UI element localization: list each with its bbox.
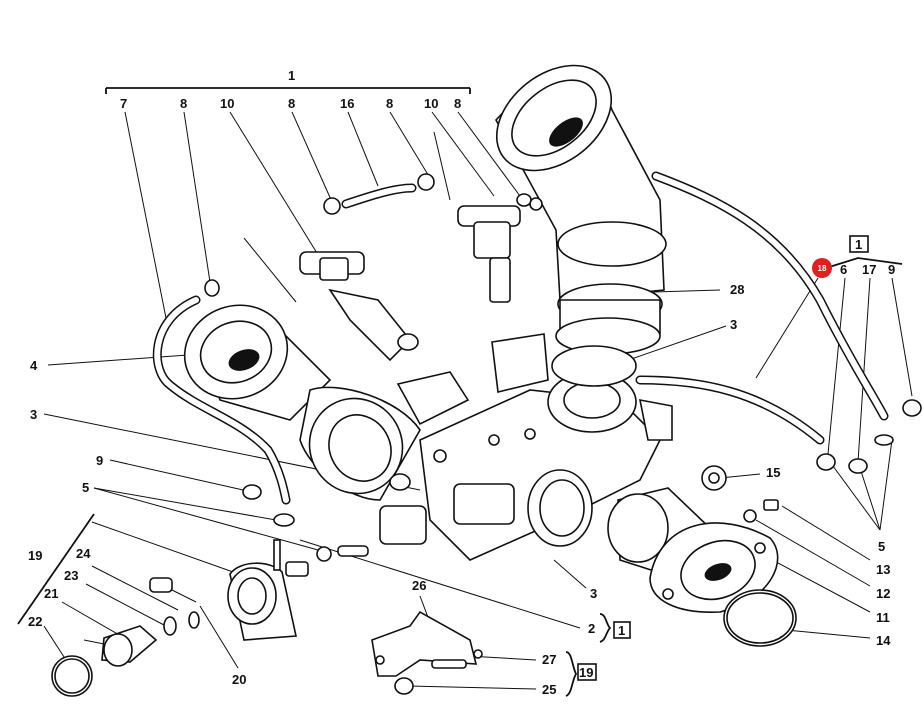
callout-28: 28 — [730, 282, 744, 297]
outlet-flange — [607, 487, 797, 647]
throttle-body — [379, 345, 673, 561]
callout-8-b: 8 — [288, 96, 295, 111]
callout-12: 12 — [876, 586, 890, 601]
callout-2: 2 — [588, 621, 595, 636]
group-braces — [565, 613, 631, 697]
callout-6: 6 — [840, 262, 847, 277]
callout-23: 23 — [64, 568, 78, 583]
callout-10-b: 10 — [424, 96, 438, 111]
highlighted-callout-badge[interactable]: 18 — [812, 258, 832, 278]
callout-3-bottom: 3 — [590, 586, 597, 601]
group-box-1-bottom: 1 — [618, 623, 625, 638]
callout-8-c: 8 — [386, 96, 393, 111]
callout-5-right: 5 — [878, 539, 885, 554]
group-1-right-bracket — [825, 235, 903, 269]
left-intake-duct — [183, 304, 421, 501]
right-vent-hose — [635, 171, 889, 445]
callout-10-a: 10 — [220, 96, 234, 111]
left-vent-hose — [152, 295, 291, 505]
callout-9-right: 9 — [888, 262, 895, 277]
callout-16: 16 — [340, 96, 354, 111]
callout-19-left: 19 — [28, 548, 42, 563]
right-small-parts — [701, 399, 922, 523]
idle-valve-assemblies — [243, 131, 549, 426]
callout-26: 26 — [412, 578, 426, 593]
right-intake-elbow — [495, 64, 667, 355]
callout-7: 7 — [120, 96, 127, 111]
callout-8-a: 8 — [180, 96, 187, 111]
callout-5-left: 5 — [82, 480, 89, 495]
callout-3-left: 3 — [30, 407, 37, 422]
group-box-19-bottom: 19 — [579, 665, 593, 680]
callout-4: 4 — [30, 358, 38, 373]
badge-18-label: 18 — [818, 264, 827, 273]
callout-17: 17 — [862, 262, 876, 277]
callout-labels: 1 7 8 10 8 16 8 10 8 4 3 9 5 19 24 23 21… — [28, 68, 895, 697]
group-box-1-right: 1 — [855, 237, 862, 252]
callout-14: 14 — [876, 633, 891, 648]
hose-clamps — [516, 193, 543, 211]
callout-20: 20 — [232, 672, 246, 687]
mounting-bracket — [371, 610, 483, 695]
callout-3-right: 3 — [730, 317, 737, 332]
callout-8-d: 8 — [454, 96, 461, 111]
lower-left-parts — [17, 484, 369, 697]
callout-27: 27 — [542, 652, 556, 667]
group-box-labels: 1 1 19 — [579, 237, 862, 680]
callout-9-left: 9 — [96, 453, 103, 468]
callout-11: 11 — [876, 610, 890, 625]
callout-15: 15 — [766, 465, 780, 480]
callout-21: 21 — [44, 586, 58, 601]
callout-1-top: 1 — [288, 68, 295, 83]
callout-24: 24 — [76, 546, 91, 561]
callout-13: 13 — [876, 562, 890, 577]
callout-22: 22 — [28, 614, 42, 629]
short-hose — [204, 173, 435, 297]
callout-25: 25 — [542, 682, 556, 697]
group-1-top-bracket — [105, 87, 471, 94]
